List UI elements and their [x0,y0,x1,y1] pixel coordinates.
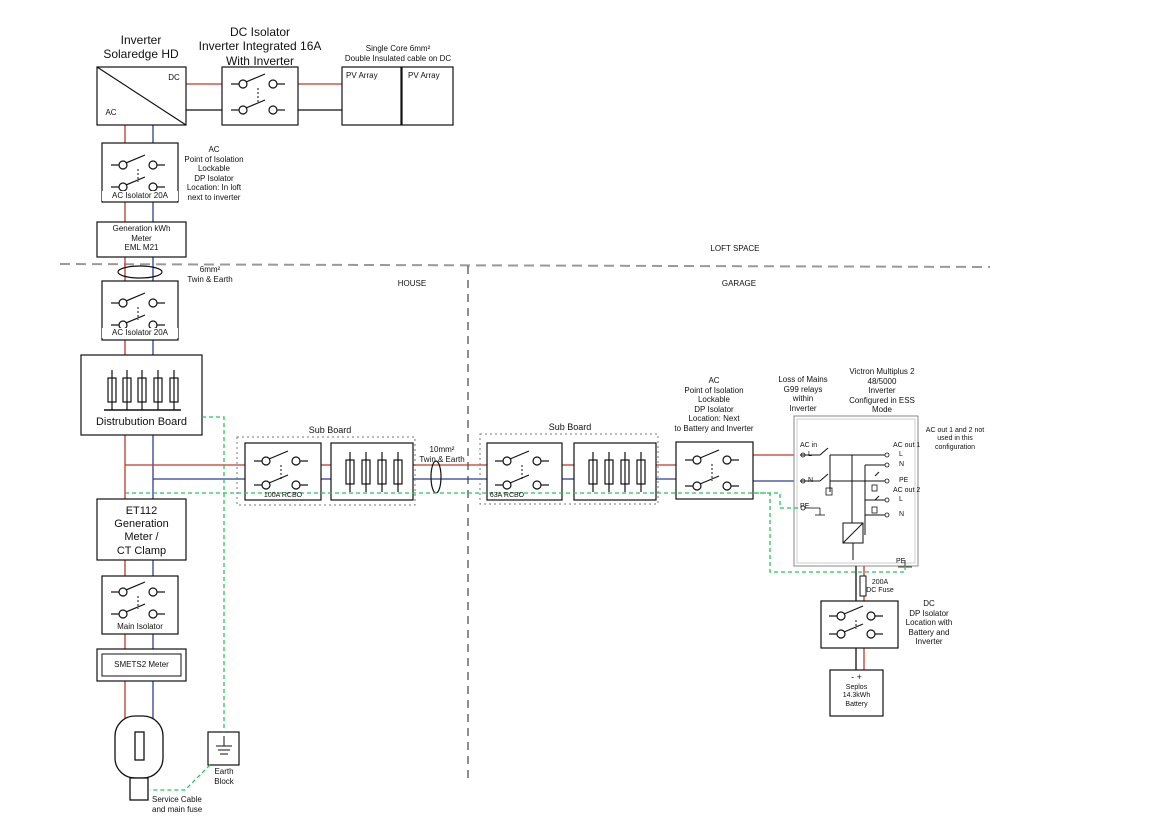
battery-box [829,669,884,717]
inverter-box [96,66,187,126]
distribution-board-box [80,354,203,436]
sub-board-feed-lines [125,454,800,482]
ac-isolator-garage-note: AC Point of Isolation Lockable DP Isolat… [674,376,754,433]
twin-earth-6mm-label: 6mm² Twin & Earth [187,265,233,284]
dc-isolator-note: DC DP Isolator Location with Battery and… [905,599,953,647]
dc-isolator-battery-box [820,600,899,649]
battery-terminals-label: - + [851,672,862,682]
loft-space-label: LOFT SPACE [710,244,760,253]
dc-isolator-title: DC Isolator Inverter Integrated 16A With… [198,25,322,68]
rcbo-63-label: 63A RCBO [489,492,525,499]
victron-n-in-label: N [808,477,814,484]
main-isolator-label: Main Isolator [117,622,163,631]
sub-board-1-label: Sub Board [308,425,352,435]
victron-l-in-label: L [808,451,812,458]
victron-inverter-box [793,415,919,568]
victron-n2-label: N [899,511,905,518]
victron-ac-out1-label: AC out 1 [893,442,921,449]
earth-block-box [207,731,240,766]
victron-label: Victron Multiplus 2 48/5000 Inverter Con… [849,367,915,415]
cable-gland-6mm [117,265,163,279]
dc-isolator-box [221,66,299,126]
loss-of-mains-label: Loss of Mains G99 relays within Inverter [778,375,828,413]
dc-cable-note: Single Core 6mm² Double Insulated cable … [344,44,452,63]
earth-block-label: Earth Block [214,767,234,786]
ac-isolator-garage-box [675,441,754,500]
sub-board-2-fuses-box [573,442,657,501]
ac-isolator-top-label: AC Isolator 20A [102,191,178,201]
main-isolator-box [101,575,179,635]
house-label: HOUSE [397,279,427,288]
dc-fuse-label: 200A DC Fuse [866,579,894,595]
inverter-title: Inverter Solaredge HD [103,33,179,62]
rcbo-100-label: 100A RCBO [263,492,303,499]
rcbo-100-box [244,442,322,501]
pv-array-1-label: PV Array [346,71,378,80]
victron-pe1-label: PE [899,477,909,484]
victron-ac-in-label: AC in [800,442,818,449]
generation-meter-label: Generation kWh Meter EML M21 [112,224,171,253]
battery-label: Seplos 14.3kWh Battery [842,684,871,708]
inverter-ac-label: AC [105,108,117,117]
earth-conductor-lines [125,416,906,791]
victron-pe-in-label: PE [800,503,810,510]
victron-l2-label: L [899,496,903,503]
garage-label: GARAGE [721,279,757,288]
ac-out-note: AC out 1 and 2 not used in this configur… [925,427,985,451]
pv-array-1-box [341,66,402,126]
sub-board-1-fuses-box [330,442,414,501]
pv-array-2-label: PV Array [408,71,440,80]
distribution-board-label: Distrubution Board [95,416,188,428]
generation-meter-box [96,221,187,258]
twin-earth-10mm-label: 10mm² Twin & Earth [419,445,465,464]
smets2-label: SMETS2 Meter [114,660,169,669]
inverter-dc-label: DC [168,73,180,82]
ac-isolator-2-label: AC Isolator 20A [102,328,178,338]
victron-pe-bottom-label: PE [896,558,906,565]
victron-l1-label: L [899,451,903,458]
et112-box [96,498,187,561]
et112-label: ET112 Generation Meter / CT Clamp [114,505,169,557]
sub-board-2-label: Sub Board [548,422,592,432]
victron-ac-out2-label: AC out 2 [893,487,921,494]
sub-board-1-enclosure [236,436,416,506]
loft-divider [59,263,991,268]
dc-fuse-box [859,575,867,597]
sub-board-2-enclosure [479,433,659,505]
pv-array-2-box [401,66,454,126]
service-cable-label: Service Cable and main fuse [152,795,203,814]
service-head [114,715,164,801]
ac-isolator-top-note: AC Point of Isolation Lockable DP Isolat… [184,145,244,202]
rcbo-63-box [486,442,563,501]
victron-n1-label: N [899,461,905,468]
cable-gland-10mm [430,460,442,494]
